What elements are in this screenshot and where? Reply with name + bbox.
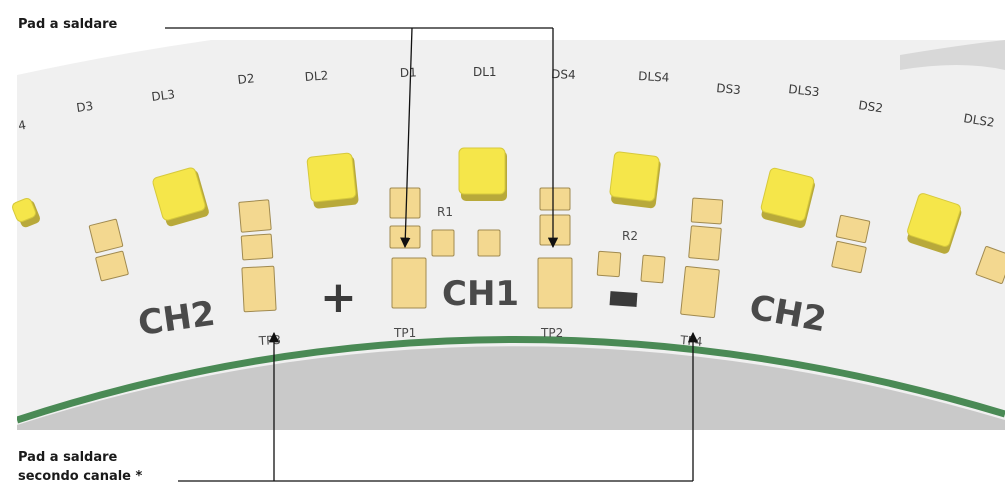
led-chip [760, 167, 815, 228]
designator-label: D2 [237, 71, 255, 87]
pcb-board-shade [900, 40, 1005, 70]
top-callout-label: Pad a saldare [18, 15, 117, 34]
bottom-callout-label: Pad a saldare secondo canale * [18, 448, 142, 486]
led-chip [458, 147, 507, 201]
led-chip [152, 167, 209, 227]
solder-pad [95, 250, 129, 282]
designator-label: DS3 [716, 81, 742, 97]
polarity-plus: + [320, 272, 357, 323]
solder-pad [537, 257, 573, 309]
solder-pad [690, 197, 724, 225]
solder-pad [88, 218, 124, 254]
designator-label: DS4 [551, 67, 576, 82]
led-chip-body [152, 167, 206, 221]
designator-label: DL1 [473, 65, 497, 79]
solder-pad [831, 240, 867, 274]
board-cutout [17, 346, 1005, 430]
designator-label: DLS3 [788, 82, 820, 99]
solder-pad [835, 214, 871, 244]
solder-pad [539, 214, 571, 246]
led-chip-body [760, 167, 815, 222]
led-chip-body [907, 193, 961, 247]
test-point-label-tp3: TP3 [257, 333, 281, 348]
designator-label: D3 [75, 99, 94, 115]
led-chip-body [609, 151, 660, 202]
test-point-label-tp1: TP1 [393, 326, 416, 340]
top-callout-text: Pad a saldare [18, 17, 118, 32]
solder-pad [431, 229, 455, 257]
led-chip [907, 193, 962, 254]
solder-pad [389, 187, 421, 219]
designator-label: 4 [17, 118, 27, 133]
channel-label-ch1: CH1 [442, 274, 519, 314]
test-point-label-tp4: TP4 [679, 333, 703, 349]
designator-label: DLS2 [963, 111, 996, 130]
resistor-label-r1: R1 [437, 205, 453, 219]
solder-pad [539, 187, 571, 211]
solder-pad [238, 199, 272, 233]
bottom-callout-line2: secondo canale * [18, 469, 143, 484]
solder-pad [688, 225, 722, 261]
designator-label: DL3 [151, 87, 176, 104]
solder-pad [640, 254, 666, 284]
led-chip-body [458, 147, 506, 195]
solder-pad [680, 266, 720, 318]
solder-pad [391, 257, 427, 309]
designator-label: D1 [400, 65, 417, 80]
top-leader-arrow-1 [400, 27, 413, 249]
solder-pad [596, 250, 622, 278]
substrate-edge [17, 336, 1005, 424]
polarity-minus [609, 291, 638, 307]
led-chip [11, 197, 40, 228]
pcb-board [17, 40, 1005, 430]
solder-pad [240, 233, 274, 261]
led-chip-body [11, 197, 37, 223]
led-chip-body [306, 152, 357, 203]
led-chip [609, 151, 661, 209]
designator-label: DLS4 [638, 69, 670, 85]
led-chip [306, 152, 359, 209]
resistor-label-r2: R2 [622, 229, 638, 243]
solder-pad [477, 229, 501, 257]
test-point-label-tp2: TP2 [540, 326, 563, 340]
bottom-callout-line1: Pad a saldare [18, 450, 118, 465]
solder-pad [241, 265, 277, 313]
designator-label: DS2 [858, 98, 884, 115]
solder-pad [975, 246, 1005, 284]
designator-label: DL2 [304, 68, 328, 84]
